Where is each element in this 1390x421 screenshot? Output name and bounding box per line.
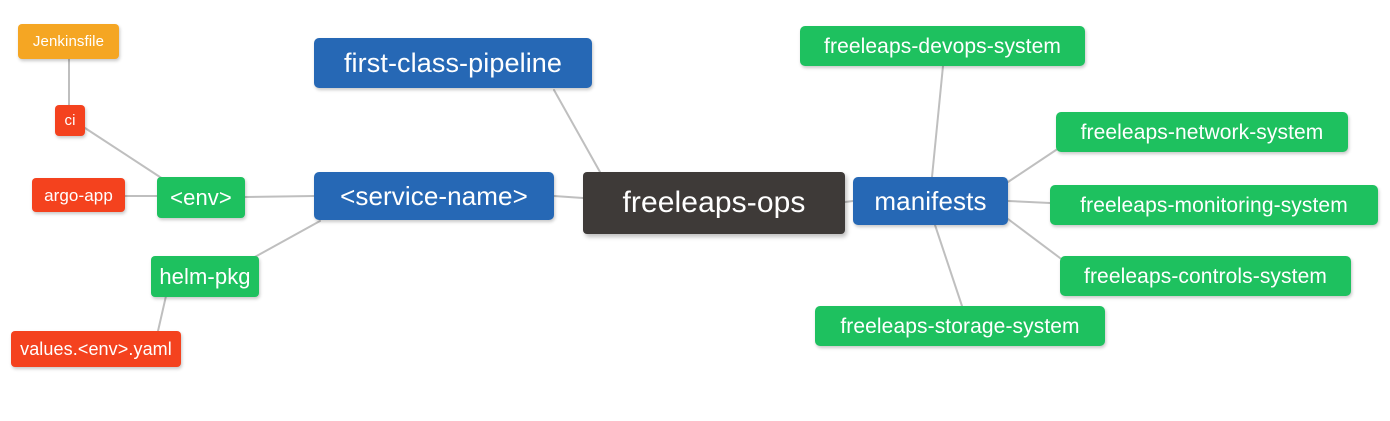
edge-values-env-yaml-to-helm-pkg — [157, 295, 167, 332]
edge-ci-to-env — [84, 127, 164, 180]
node-ci[interactable]: ci — [55, 105, 85, 136]
edge-manifests-to-freeleaps-network-system — [1007, 149, 1057, 183]
edge-manifests-to-freeleaps-devops-system — [931, 65, 944, 178]
node-argo-app[interactable]: argo-app — [32, 178, 125, 212]
node-root[interactable]: freeleaps-ops — [583, 172, 845, 234]
node-label-root: freeleaps-ops — [622, 186, 806, 219]
node-service-name[interactable]: <service-name> — [314, 172, 554, 220]
edge-manifests-to-freeleaps-controls-system — [1007, 218, 1061, 259]
node-values-env-yaml[interactable]: values.<env>.yaml — [11, 331, 181, 367]
node-label-first-class-pipeline: first-class-pipeline — [343, 47, 563, 78]
node-label-freeleaps-storage-system: freeleaps-storage-system — [840, 314, 1080, 338]
node-label-values-env-yaml: values.<env>.yaml — [20, 339, 172, 359]
node-helm-pkg[interactable]: helm-pkg — [151, 256, 259, 297]
node-freeleaps-monitoring-system[interactable]: freeleaps-monitoring-system — [1050, 185, 1378, 225]
edge-root-to-manifests — [844, 200, 854, 203]
node-jenkinsfile[interactable]: Jenkinsfile — [18, 24, 119, 59]
node-label-argo-app: argo-app — [44, 185, 113, 205]
node-label-freeleaps-controls-system: freeleaps-controls-system — [1084, 264, 1327, 288]
node-label-freeleaps-devops-system: freeleaps-devops-system — [824, 34, 1061, 58]
node-label-env: <env> — [170, 184, 232, 210]
edge-env-to-service-name — [244, 195, 315, 198]
node-label-service-name: <service-name> — [340, 181, 528, 211]
node-freeleaps-storage-system[interactable]: freeleaps-storage-system — [815, 306, 1105, 346]
node-manifests[interactable]: manifests — [853, 177, 1008, 225]
node-freeleaps-devops-system[interactable]: freeleaps-devops-system — [800, 26, 1085, 66]
edge-first-class-pipeline-to-root — [553, 89, 601, 173]
node-freeleaps-network-system[interactable]: freeleaps-network-system — [1056, 112, 1348, 152]
edge-helm-pkg-to-service-name — [252, 220, 321, 259]
node-label-freeleaps-monitoring-system: freeleaps-monitoring-system — [1080, 193, 1348, 217]
edge-manifests-to-freeleaps-storage-system — [934, 224, 963, 307]
node-env[interactable]: <env> — [157, 177, 245, 218]
node-label-manifests: manifests — [874, 186, 987, 216]
node-label-jenkinsfile: Jenkinsfile — [32, 33, 105, 50]
node-label-freeleaps-network-system: freeleaps-network-system — [1080, 120, 1324, 144]
node-first-class-pipeline[interactable]: first-class-pipeline — [314, 38, 592, 88]
edge-manifests-to-freeleaps-monitoring-system — [1007, 200, 1051, 204]
node-freeleaps-controls-system[interactable]: freeleaps-controls-system — [1060, 256, 1351, 296]
edge-service-name-to-root — [553, 195, 584, 199]
node-label-ci: ci — [64, 112, 76, 129]
node-label-helm-pkg: helm-pkg — [159, 263, 251, 289]
